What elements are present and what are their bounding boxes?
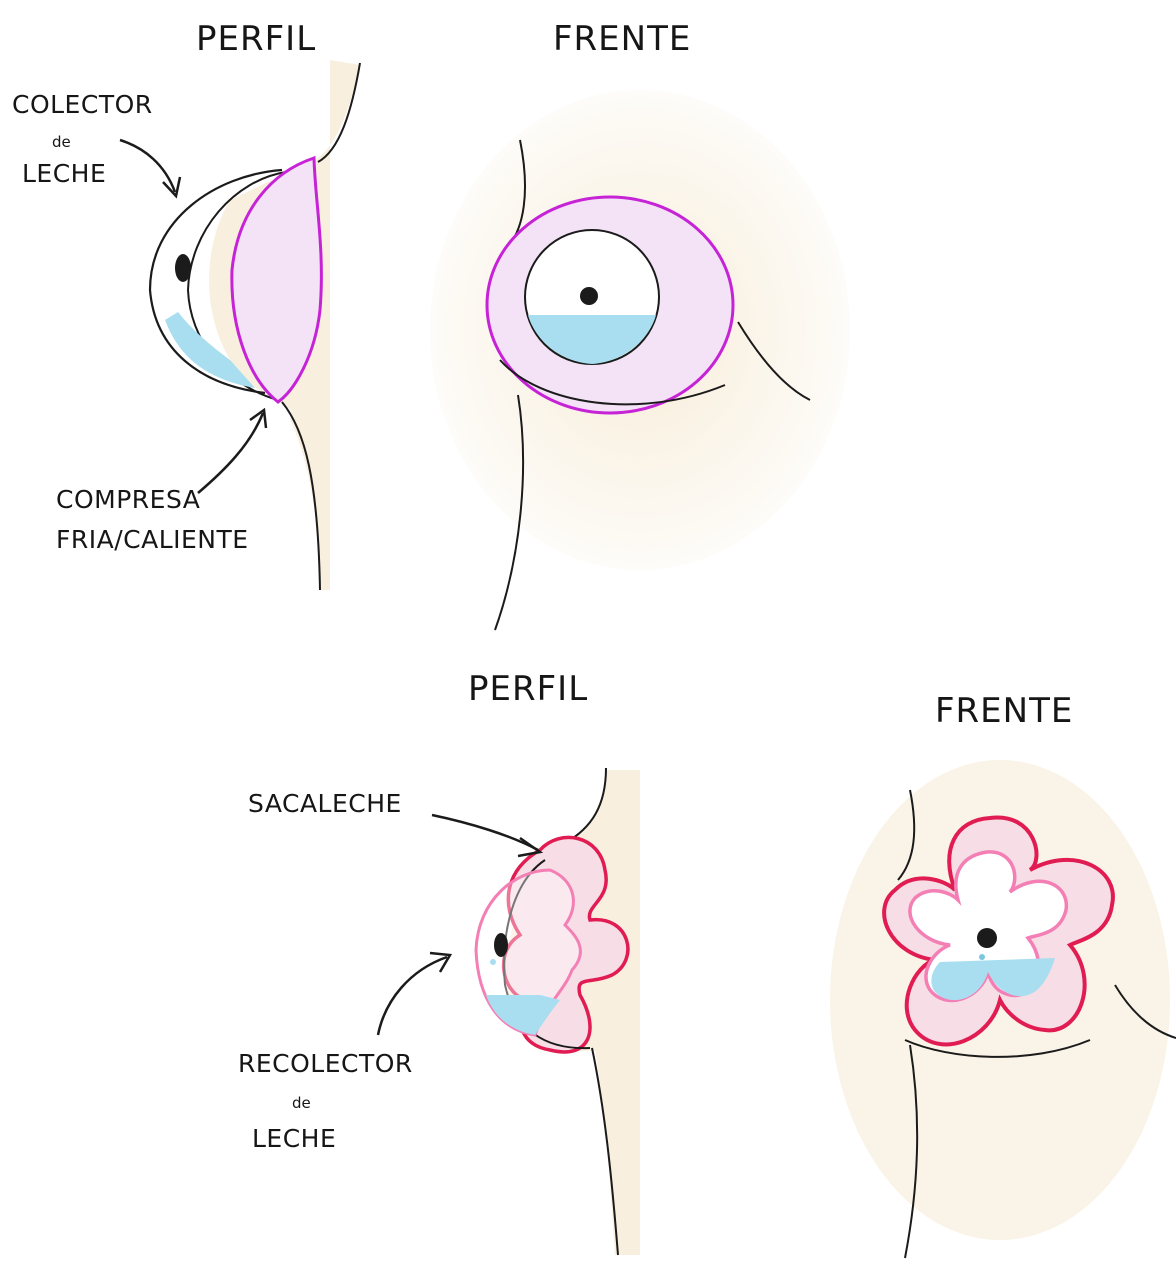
top-compress-label-line2: FRIA/CALIENTE [56, 525, 249, 554]
top-section: PERFIL FRENTE COLECTOR de LECHE COMPRESA [12, 19, 850, 630]
top-profile-nipple [175, 254, 191, 282]
bottom-pump-arrow [432, 815, 538, 850]
bottom-profile-breast [476, 768, 640, 1255]
top-profile-title: PERFIL [196, 19, 316, 59]
top-collector-label-line1: COLECTOR [12, 90, 153, 119]
bottom-collector-label: RECOLECTOR de LECHE [238, 1049, 413, 1153]
top-front-title: FRENTE [553, 19, 691, 59]
bottom-front-nipple [977, 928, 997, 948]
top-compress-arrow [198, 413, 263, 493]
bottom-front-title: FRENTE [935, 691, 1073, 731]
bottom-collector-label-line1: RECOLECTOR [238, 1049, 413, 1078]
top-compress-label-line1: COMPRESA [56, 485, 200, 514]
top-front-breast [430, 90, 850, 630]
bottom-collector-label-line3: LECHE [252, 1124, 336, 1153]
bottom-profile-nipple [494, 933, 508, 957]
bottom-collector-arrow [378, 957, 447, 1035]
bottom-pump-label: SACALECHE [248, 789, 402, 818]
bottom-profile-title: PERFIL [468, 669, 588, 709]
bottom-collector-label-line2: de [292, 1094, 311, 1112]
bottom-front-milk-drop [979, 954, 985, 960]
top-compress-label: COMPRESA FRIA/CALIENTE [56, 485, 249, 554]
bottom-front-breast [830, 760, 1176, 1258]
top-front-nipple [580, 287, 598, 305]
top-collector-label-line2: de [52, 133, 71, 151]
top-collector-label: COLECTOR de LECHE [12, 90, 153, 188]
bottom-profile-milk-drop [490, 959, 496, 965]
bottom-section: PERFIL FRENTE SACALECHE RECOLECTOR de LE… [238, 669, 1176, 1258]
top-collector-arrow [120, 140, 175, 192]
top-collector-label-line3: LECHE [22, 159, 106, 188]
